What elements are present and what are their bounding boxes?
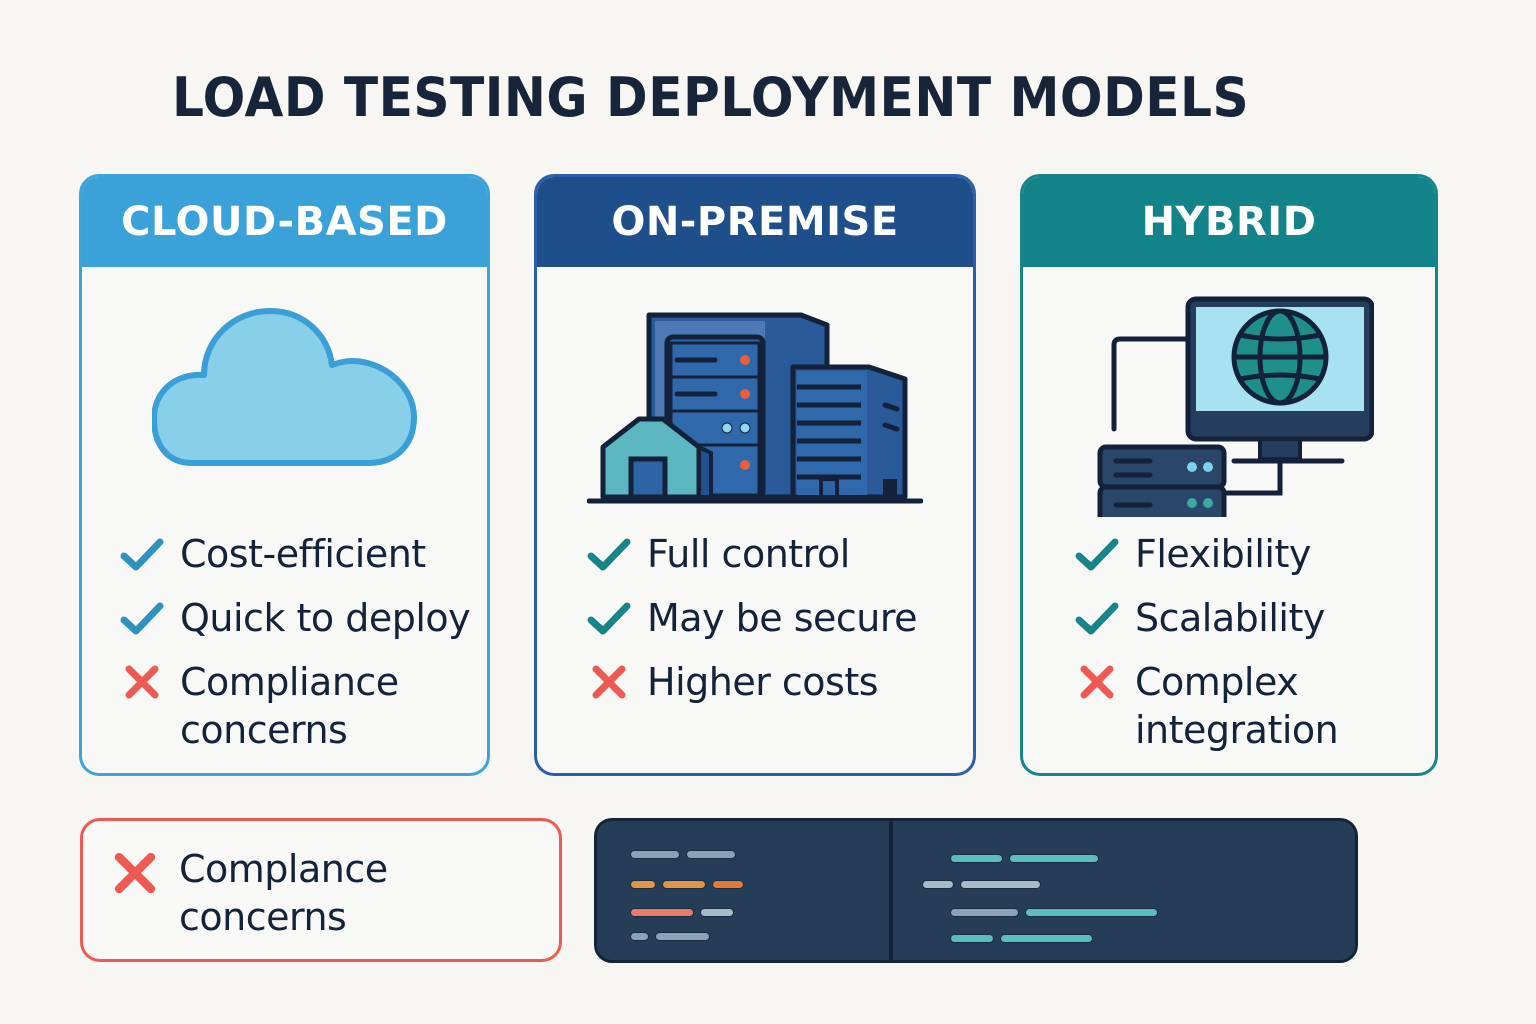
feature-item: Scalability — [1073, 594, 1385, 642]
feature-text: Compliance concerns — [180, 660, 399, 752]
feature-item: May be secure — [585, 594, 918, 642]
feature-list: Cost-efficient Quick to deploy Complianc… — [118, 530, 480, 770]
check-icon — [1075, 538, 1119, 571]
code-line-segment — [960, 880, 1041, 889]
monitor-globe-server-icon — [1097, 296, 1374, 517]
code-line-segment — [630, 850, 680, 859]
feature-item: Compliance concerns — [118, 658, 480, 754]
feature-item: Complex integration — [1073, 658, 1385, 754]
code-line-segment — [655, 932, 710, 941]
page-title: LOAD TESTING DEPLOYMENT MODELS — [172, 66, 1250, 129]
check-icon — [1075, 602, 1119, 635]
code-line-segment — [950, 908, 1019, 917]
card-header: HYBRID — [1023, 177, 1435, 267]
feature-item: Cost-efficient — [118, 530, 480, 578]
code-divider — [889, 821, 893, 960]
feature-text: Quick to deploy — [180, 596, 471, 640]
building-server-icon — [587, 312, 923, 504]
feature-text: Scalability — [1135, 596, 1325, 640]
code-line-segment — [630, 908, 694, 917]
feature-text: May be secure — [647, 596, 918, 640]
feature-item: Full control — [585, 530, 917, 578]
code-line-segment — [662, 880, 706, 889]
feature-item: Higher costs — [585, 658, 917, 706]
cross-icon — [125, 665, 159, 699]
feature-item: Quick to deploy — [118, 594, 480, 642]
feature-text: Full control — [647, 532, 850, 576]
code-editor-illustration — [594, 818, 1358, 963]
cross-icon — [114, 852, 156, 894]
alert-text: Complance concerns — [179, 847, 388, 939]
code-line-segment — [950, 934, 994, 943]
code-line-segment — [1025, 908, 1158, 917]
feature-text: Cost-efficient — [180, 532, 426, 576]
check-icon — [587, 602, 631, 635]
compliance-alert: Complance concerns — [80, 818, 562, 962]
feature-text: Complex integration — [1135, 660, 1339, 752]
feature-item: Flexibility — [1073, 530, 1385, 578]
check-icon — [120, 602, 164, 635]
code-line-segment — [950, 854, 1003, 863]
code-line-segment — [712, 880, 744, 889]
code-line-segment — [1009, 854, 1099, 863]
code-line-segment — [1000, 934, 1093, 943]
cross-icon — [592, 665, 626, 699]
check-icon — [587, 538, 631, 571]
card-hybrid: HYBRID — [1020, 174, 1438, 776]
code-line-segment — [922, 880, 954, 889]
feature-text: Flexibility — [1135, 532, 1311, 576]
card-header: ON-PREMISE — [537, 177, 973, 267]
code-line-segment — [686, 850, 736, 859]
card-on-premise: ON-PREMISE — [534, 174, 976, 776]
check-icon — [120, 538, 164, 571]
cloud-icon — [151, 308, 417, 466]
feature-text: Higher costs — [647, 660, 879, 704]
code-line-segment — [630, 880, 656, 889]
card-cloud-based: CLOUD-BASED Cost-efficient Quick to depl… — [79, 174, 490, 776]
feature-list: Flexibility Scalability Complex integrat… — [1073, 530, 1385, 770]
code-line-segment — [630, 932, 649, 941]
feature-list: Full control May be secure Higher costs — [585, 530, 918, 722]
code-line-segment — [700, 908, 734, 917]
card-header: CLOUD-BASED — [82, 177, 487, 267]
cross-icon — [1080, 665, 1114, 699]
